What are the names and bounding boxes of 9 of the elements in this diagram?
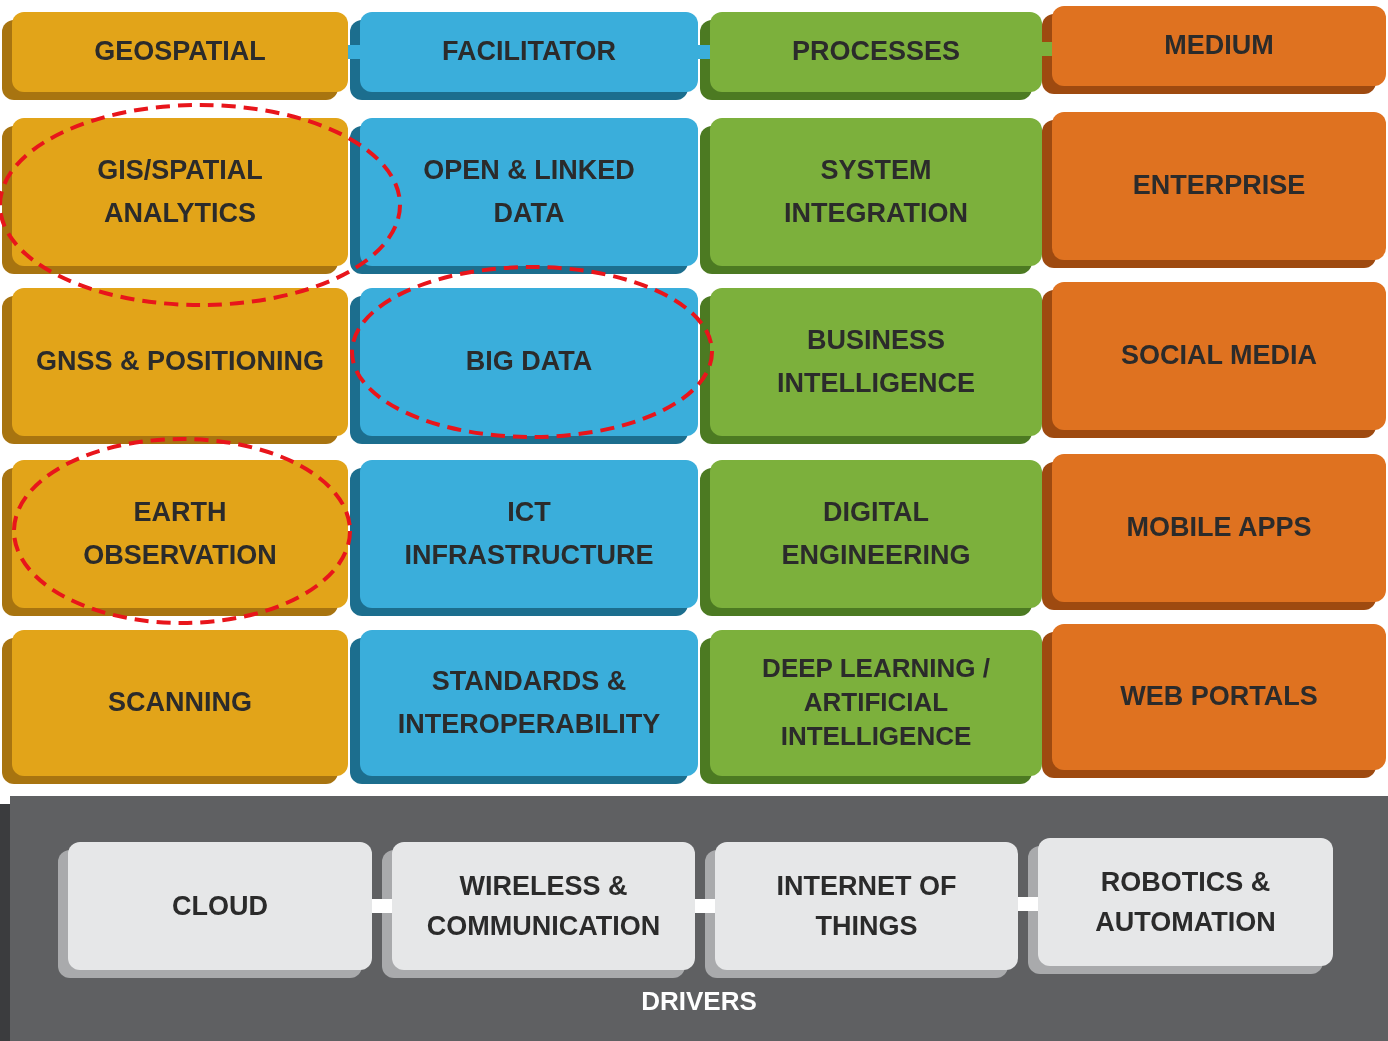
- highlight-ellipse: [350, 265, 714, 439]
- connector-bar: [695, 899, 715, 913]
- connector-bar: [1042, 42, 1052, 56]
- connector-bar: [348, 45, 360, 59]
- panel-title: DRIVERS: [641, 985, 757, 1018]
- connector-bar: [372, 899, 392, 913]
- connector-bar: [698, 45, 710, 59]
- highlight-ellipse: [12, 437, 352, 625]
- connector-bar: [1018, 897, 1038, 911]
